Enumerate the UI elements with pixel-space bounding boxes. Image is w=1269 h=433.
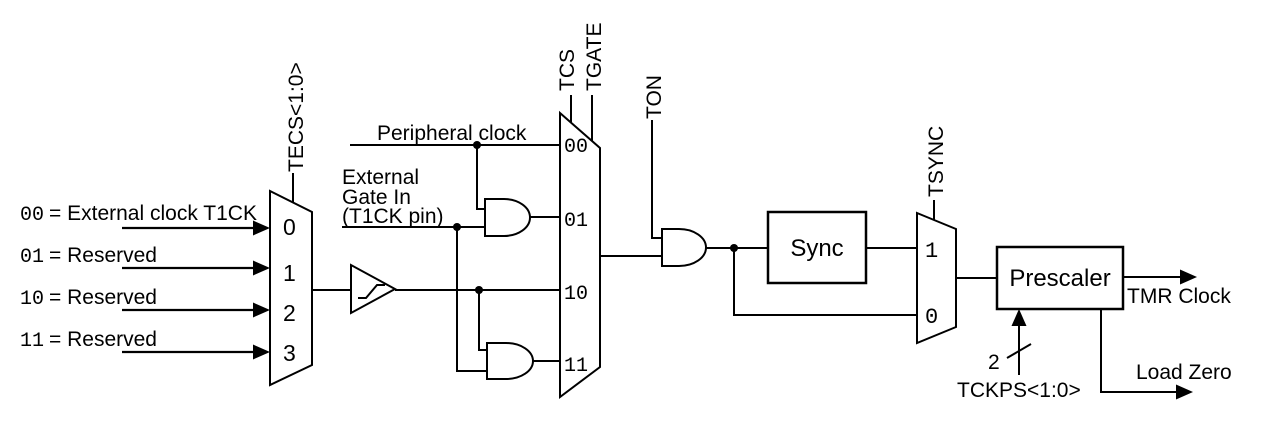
arrowhead-input-1 bbox=[253, 260, 270, 276]
tecs-mux-port-2: 2 bbox=[283, 300, 296, 326]
and-gate-2-icon bbox=[486, 342, 534, 380]
tcs-mux-port-01: 01 bbox=[564, 210, 588, 233]
arrowhead-tckps bbox=[1011, 309, 1027, 326]
tcs-select-label: TCS bbox=[556, 49, 579, 91]
tcs-mux-port-10: 10 bbox=[564, 283, 588, 306]
and-gate-1-icon bbox=[484, 198, 531, 237]
tmr-clock-label: TMR Clock bbox=[1127, 285, 1231, 308]
tgate-select-label: TGATE bbox=[583, 23, 606, 91]
prescaler-box-label: Prescaler bbox=[1009, 265, 1110, 292]
legend-label-external-clock: = External clock T1CK bbox=[49, 202, 257, 225]
external-gate-label-line2: Gate In bbox=[342, 186, 411, 209]
tecs-mux-port-3: 3 bbox=[283, 340, 296, 366]
ton-wire bbox=[651, 120, 662, 239]
external-gate-label-line3: (T1CK pin) bbox=[342, 205, 444, 228]
tcs-tgate-mux bbox=[559, 110, 601, 399]
tecs-mux bbox=[269, 189, 313, 387]
bypass-wire bbox=[733, 248, 917, 316]
arrowhead-tmr-clock bbox=[1180, 269, 1197, 285]
tecs-select-label: TECS<1:0> bbox=[285, 62, 308, 172]
legend-label-reserved-2: = Reserved bbox=[49, 286, 157, 309]
peripheral-clock-label: Peripheral clock bbox=[377, 122, 527, 145]
legend-code-11: 11 bbox=[20, 330, 44, 353]
tckps-label: TCKPS<1:0> bbox=[957, 379, 1081, 402]
legend-code-00: 00 bbox=[20, 204, 44, 227]
bus-width-slash-icon bbox=[1006, 343, 1032, 359]
arrowhead-input-0 bbox=[253, 220, 270, 236]
tckps-bus-width: 2 bbox=[988, 351, 1000, 374]
tsync-select-label: TSYNC bbox=[925, 126, 948, 197]
legend-label-reserved-3: = Reserved bbox=[49, 328, 157, 351]
tsync-mux-port-0: 0 bbox=[925, 305, 938, 330]
and-gate-ton-icon bbox=[661, 228, 707, 267]
sync-box-label: Sync bbox=[790, 235, 843, 262]
external-gate-label-line1: External bbox=[342, 166, 419, 189]
tcs-mux-port-11: 11 bbox=[564, 355, 588, 378]
tecs-mux-port-0: 0 bbox=[283, 214, 296, 240]
load-zero-label: Load Zero bbox=[1136, 361, 1232, 384]
gate-to-and2-wire bbox=[456, 227, 487, 372]
tcs-mux-port-00: 00 bbox=[564, 136, 588, 159]
peripheral-to-and1-wire bbox=[476, 145, 485, 210]
load-zero-wire bbox=[1100, 309, 1177, 393]
arrowhead-input-2 bbox=[253, 302, 270, 318]
tsync-mux-port-1: 1 bbox=[925, 239, 938, 264]
arrowhead-load-zero bbox=[1176, 384, 1193, 400]
ton-label: TON bbox=[643, 75, 666, 119]
arrowhead-input-3 bbox=[253, 344, 270, 360]
schmitt-hysteresis-icon bbox=[358, 284, 385, 299]
legend-code-01: 01 bbox=[20, 246, 44, 269]
tecs-mux-port-1: 1 bbox=[283, 260, 296, 286]
buffer-to-and2-wire bbox=[478, 290, 487, 351]
prescaler-box bbox=[995, 245, 1125, 311]
legend-code-10: 10 bbox=[20, 288, 44, 311]
legend-label-reserved-1: = Reserved bbox=[49, 244, 157, 267]
tsync-mux bbox=[916, 211, 957, 345]
